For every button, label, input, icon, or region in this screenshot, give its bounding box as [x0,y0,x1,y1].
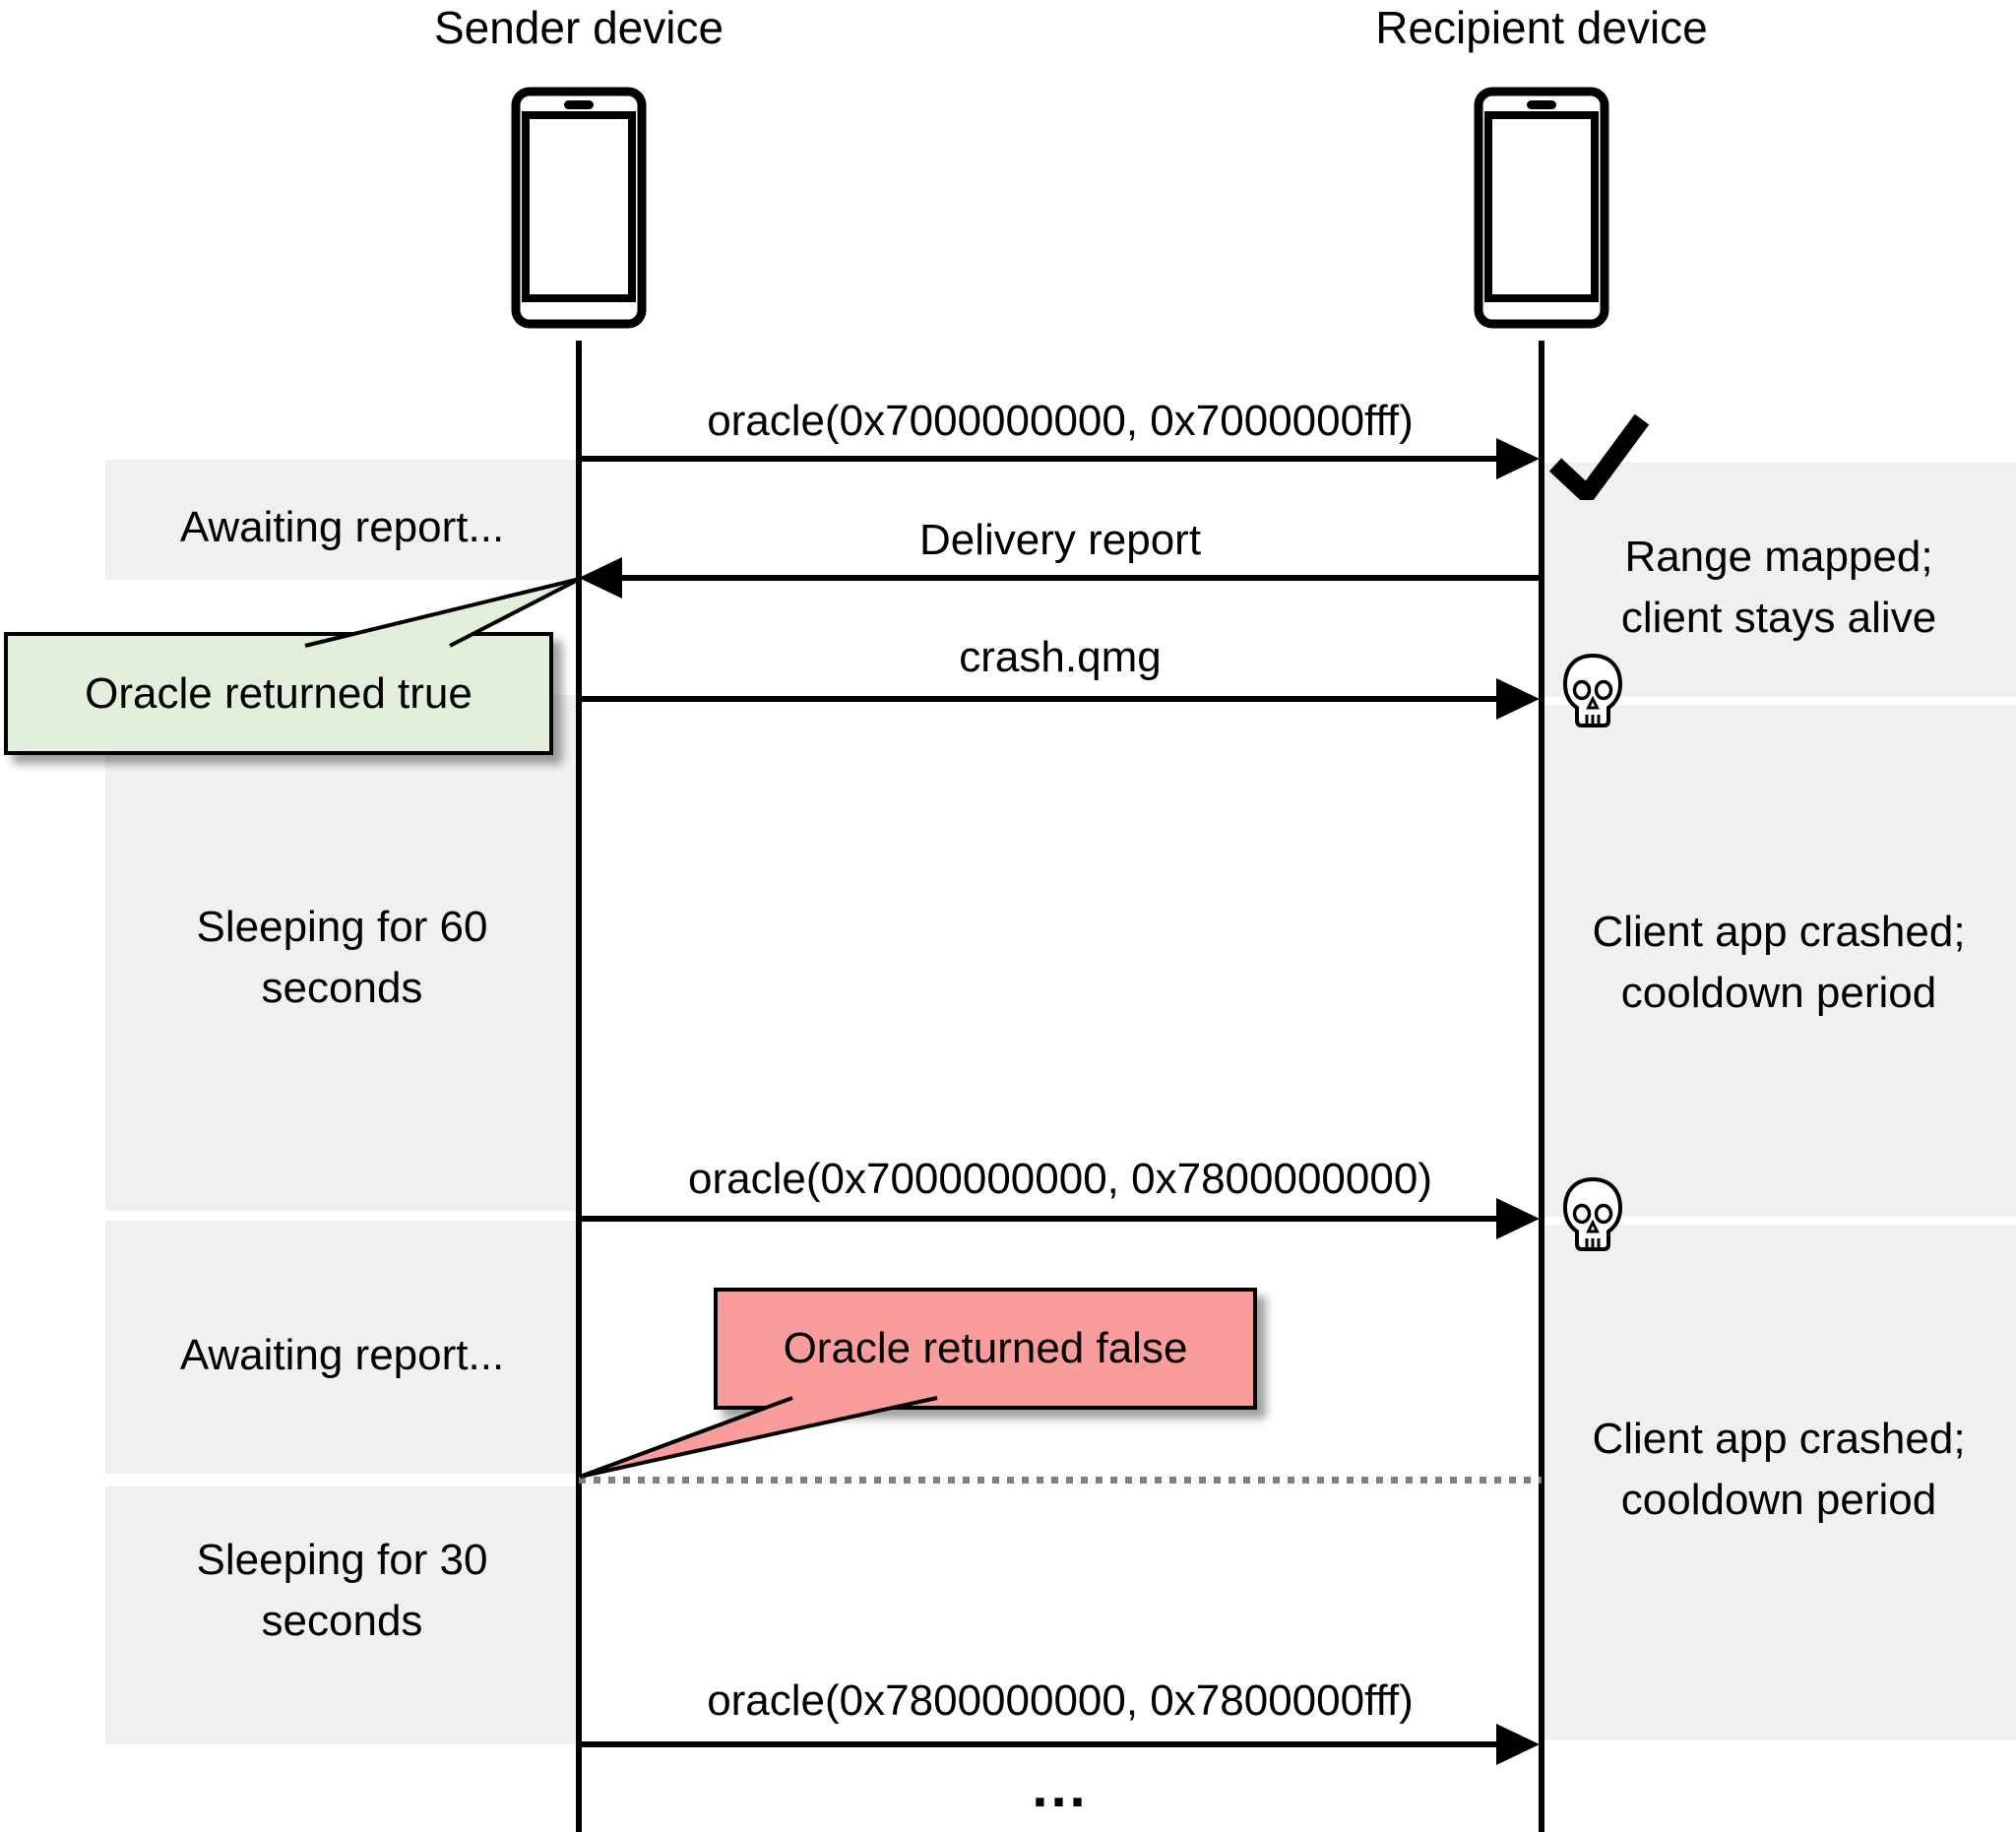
sender-state-band-sleeping-30 [105,1486,579,1744]
sender-title: Sender device [433,2,724,53]
sender-lifeline [576,341,582,1832]
message-label-oracle-2: oracle(0x7000000000, 0x7800000000) [688,1155,1432,1203]
recipient-phone-icon [1474,87,1609,329]
message-arrow-crash-qmg [579,696,1498,702]
message-label-oracle-1: oracle(0x7000000000, 0x7000000fff) [707,397,1414,445]
callout-oracle-true-tail [304,577,581,648]
message-label-crash-qmg: crash.qmg [959,633,1162,681]
sender-phone-icon [511,87,647,329]
callout-oracle-false: Oracle returned false [714,1288,1257,1410]
recipient-state-crashed-2: Client app crashed; cooldown period [1592,1415,1966,1524]
arrowhead-right-icon [1496,1724,1540,1765]
sender-state-awaiting-1: Awaiting report... [179,503,505,551]
skull-icon [1562,653,1623,727]
recipient-state-mapped: Range mapped; client stays alive [1620,533,1937,642]
message-arrow-delivery-report [622,575,1542,581]
sender-state-band-awaiting-2 [105,1221,579,1474]
message-label-oracle-3: oracle(0x7800000000, 0x7800000fff) [707,1676,1414,1725]
recipient-state-band-crashed-2 [1542,1225,2016,1740]
recipient-title: Recipient device [1375,2,1708,53]
callout-oracle-true: Oracle returned true [4,632,553,755]
message-arrow-oracle-2 [579,1216,1498,1222]
message-label-delivery-report: Delivery report [918,516,1202,564]
arrowhead-right-icon [1496,678,1540,720]
message-arrow-oracle-3 [579,1741,1498,1747]
arrowhead-right-icon [1496,438,1540,479]
message-arrow-oracle-1 [579,456,1498,462]
sender-state-band-sleeping-60 [105,695,579,1211]
sender-state-sleeping-60: Sleeping for 60 seconds [196,903,488,1012]
cooldown-dotted-line [579,1477,1542,1484]
callout-oracle-false-tail [579,1396,938,1479]
callout-oracle-true-label: Oracle returned true [85,668,472,718]
recipient-state-band-mapped [1542,463,2016,697]
checkmark-icon [1548,413,1650,500]
skull-icon [1562,1176,1623,1251]
sender-state-sleeping-30: Sleeping for 30 seconds [196,1536,488,1645]
recipient-state-crashed-1: Client app crashed; cooldown period [1592,908,1966,1017]
sender-state-band-awaiting-1 [105,460,579,580]
callout-oracle-false-label: Oracle returned false [783,1324,1188,1372]
continuation-ellipsis: ... [1032,1755,1089,1819]
recipient-state-band-crashed-1 [1542,705,2016,1217]
sender-state-awaiting-2: Awaiting report... [179,1331,505,1379]
arrowhead-left-icon [579,557,622,599]
recipient-lifeline [1539,341,1544,1832]
arrowhead-right-icon [1496,1198,1540,1239]
